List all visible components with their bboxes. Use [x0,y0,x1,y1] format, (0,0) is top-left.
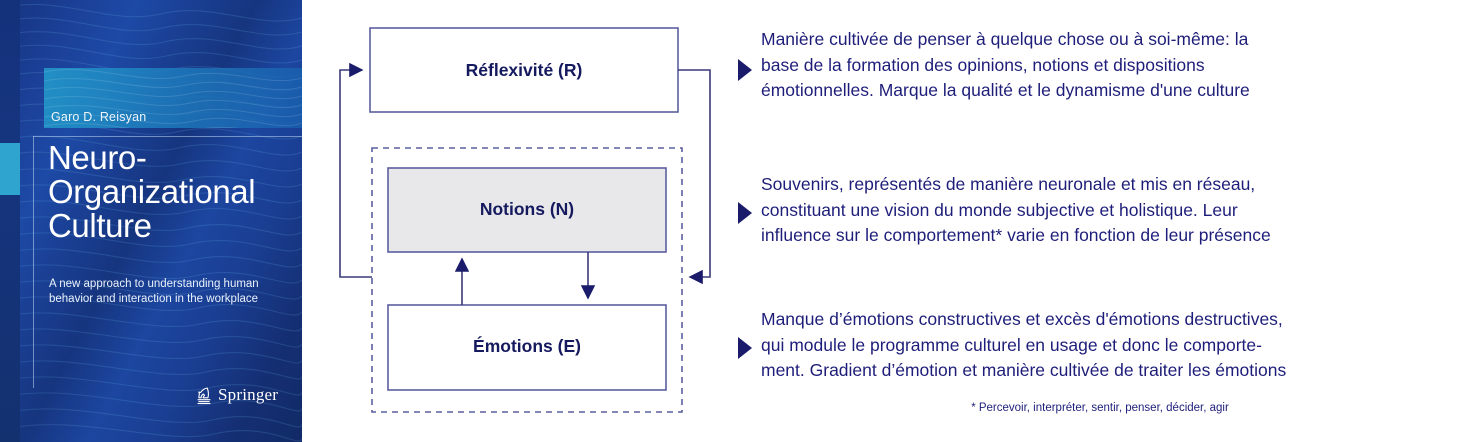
book-subtitle: A new approach to understanding human be… [49,278,259,305]
triangle-bullet-icon [738,202,752,224]
publisher-logo: Springer [196,385,278,405]
diagram-shapes [339,27,711,413]
notions-description-block: Souvenirs, représentés de manière neuron… [738,172,1271,249]
book-title: Neuro- Organizational Culture [48,141,300,243]
book-title-line-1: Neuro- [48,139,147,176]
book-divider-horizontal [33,136,302,137]
arrow-reflexivite-to-group [678,69,711,285]
notions-box-label: Notions (N) [479,199,575,219]
emotions-description-block: Manque d’émotions constructives et excès… [738,307,1286,384]
book-spine-strip [0,0,20,442]
book-spine-accent-bar [0,143,20,195]
emotions-box-label: Émotions (E) [473,336,581,356]
ne-group-dashed-box [371,147,683,413]
book-divider-vertical [33,136,34,388]
book-cover-cyan-band [44,68,302,128]
reflexivite-description-text: Manière cultivée de penser à quelque cho… [761,29,1250,100]
emotions-description-text: Manque d’émotions constructives et excès… [761,309,1287,380]
book-cover: Garo D. Reisyan Neuro- Organizational Cu… [0,0,302,442]
emotions-box [387,304,667,391]
springer-knight-icon [197,386,211,404]
triangle-bullet-icon [738,337,752,359]
book-title-line-2: Organizational [48,173,256,210]
footnote-text: * Percevoir, interpréter, sentir, penser… [971,402,1229,414]
rne-diagram: Réflexivité (R) Notions (N) Émotions (E) [318,0,718,442]
book-title-line-3: Culture [48,207,152,244]
arrow-group-to-reflexivite [339,62,372,278]
book-band-wave-pattern [44,69,302,128]
triangle-bullet-icon [738,59,752,81]
book-author: Garo D. Reisyan [51,110,147,124]
reflexivite-box [369,27,679,113]
publisher-name: Springer [218,385,279,404]
reflexivite-box-label: Réflexivité (R) [465,60,583,80]
reflexivite-description-block: Manière cultivée de penser à quelque cho… [738,27,1250,104]
notions-description-text: Souvenirs, représentés de manière neuron… [761,174,1271,245]
notions-box [387,167,667,253]
